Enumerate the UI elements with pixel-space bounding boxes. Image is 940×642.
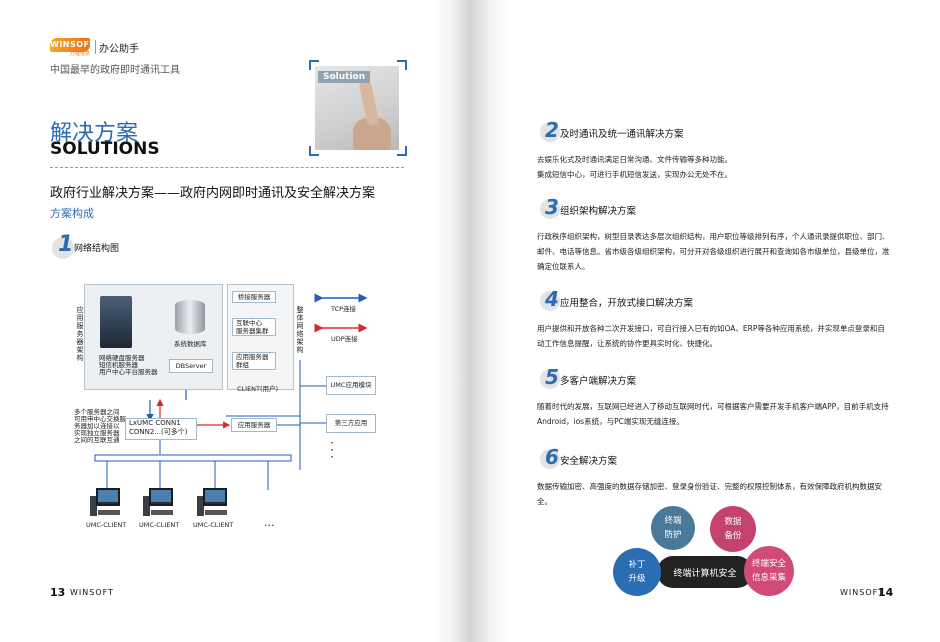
app-service-arch-label: 应用服务器架构	[76, 306, 84, 362]
section-body: 用户提供和开放各种二次开发接口，可自行接入已有的如OA、ERP等各种应用系统，并…	[537, 324, 885, 348]
interconnect-box: 互联中心 服务器集群	[232, 318, 276, 336]
note-line: 之间的互联互通	[74, 436, 120, 444]
section-title: 及时通讯及统一通讯解决方案	[560, 129, 684, 140]
section-number: 5	[545, 365, 559, 389]
udp-label: UDP连接	[331, 335, 358, 343]
number-circle	[540, 369, 560, 389]
number-circle	[540, 122, 560, 142]
bubble-line: 数据	[724, 517, 742, 527]
page-number: 14	[878, 586, 894, 599]
client-ellipsis: ...	[264, 516, 275, 529]
brand-tagline: 中国最早的政府即时通讯工具	[50, 65, 180, 76]
section-title: 网络结构图	[74, 244, 120, 254]
interconnect-line2: 服务器集群	[236, 327, 269, 335]
lxumc-line1: LxUMC CONN1	[129, 419, 181, 427]
interconnect-line1: 互联中心	[236, 319, 262, 327]
section-number: 1	[58, 232, 74, 257]
client-label: UMC-CLIENT	[86, 521, 127, 529]
client-user-label: CLIENT(用户)	[237, 385, 279, 393]
bubble-line: 信息采集	[751, 573, 786, 583]
db-label: 系统数据库	[174, 340, 207, 348]
brand-divider	[95, 40, 96, 54]
page-brand: WINSOFT	[840, 588, 884, 597]
section-body: 随着时代的发展，互联网已经进入了移动互联网时代，可根据客户需要开发手机客户端AP…	[537, 402, 889, 426]
photo-corner	[397, 60, 407, 70]
server-line: 用户中心平台服务器	[99, 368, 158, 376]
page-title-cn: 解决方案	[50, 121, 139, 146]
umc-app-box: UMC应用模块	[326, 376, 376, 395]
photo-corner	[397, 146, 407, 156]
section-number: 3	[545, 195, 559, 219]
section-title: 组织架构解决方案	[560, 206, 637, 217]
pc-client-icon	[143, 488, 179, 518]
app-cluster-line2: 群组	[236, 361, 249, 369]
app-cluster-box: 应用服务器 群组	[232, 352, 276, 370]
section-title: 多客户端解决方案	[560, 376, 637, 387]
diagram-lines	[94, 293, 368, 490]
overall-arch-label: 整体网络架构	[296, 306, 304, 354]
lxumc-box: LxUMC CONN1 CONN2...(可多个)	[125, 418, 197, 440]
client-label: UMC-CLIENT	[139, 521, 180, 529]
photo-corner	[309, 60, 319, 70]
dashed-divider	[50, 167, 404, 168]
winsoft-logo: WINSOFT	[50, 38, 95, 52]
vertical-ellipsis: ···	[330, 436, 334, 464]
bridge-server-box: 桥接服务器	[232, 291, 276, 303]
note-line: 实现独立服务器	[74, 429, 120, 437]
lxumc-line2: CONN2...(可多个)	[129, 428, 188, 436]
pc-client-icon	[90, 488, 126, 518]
bubble-terminal-protect: 终端防护	[651, 506, 695, 550]
number-circle	[540, 449, 560, 469]
app-server-box: 应用服务器	[231, 418, 277, 432]
server-line: 网络硬盘服务器	[99, 354, 145, 362]
note-line: 可用申中心交换服	[74, 415, 126, 423]
client-label: UMC-CLIENT	[193, 521, 234, 529]
section-heading: 政府行业解决方案——政府内网即时通讯及安全解决方案	[50, 186, 376, 201]
bubble-line: 防护	[664, 530, 682, 540]
note-line: 多个服务器之间	[74, 408, 120, 416]
server-rack-icon	[100, 296, 132, 348]
section-title: 应用整合，开放式接口解决方案	[560, 298, 694, 309]
page-number: 13	[50, 586, 66, 599]
bubble-line: 终端安全	[751, 559, 786, 569]
bubble-data-backup: 数据备份	[710, 506, 756, 552]
section-body: 去娱乐化式及时通讯满足日常沟通、文件传输等多种功能。 集成短信中心，可进行手机短…	[537, 155, 732, 179]
photo-label: Solution	[318, 71, 371, 83]
bubble-line: 终端	[664, 516, 682, 526]
terminal-security-center: 终端计算机安全	[657, 556, 753, 588]
left-page: WINSOFT 万隆信息 办公助手 中国最早的政府即时通讯工具 Solution…	[50, 38, 407, 599]
number-circle	[540, 199, 560, 219]
number-circle	[540, 291, 560, 311]
bubble-patch-upgrade: 补丁升级	[613, 548, 661, 596]
book-spine-shadow	[432, 0, 508, 642]
section-body: 数据传输加密、高强度的数据存储加密、登录身份验证、完整的权限控制体系，有效保障政…	[537, 482, 882, 506]
section-number: 2	[545, 118, 559, 142]
photo-corner	[309, 146, 319, 156]
section-number: 6	[545, 445, 559, 469]
database-icon	[175, 300, 205, 334]
app-cluster-line1: 应用服务器	[236, 353, 269, 361]
section-number: 4	[545, 287, 559, 311]
logo-subtext: 万隆信息	[70, 51, 91, 57]
bubble-line: 升级	[628, 574, 646, 584]
number-circle	[52, 237, 74, 259]
third-party-box: 第三方应用	[326, 414, 376, 433]
page-brand: WINSOFT	[70, 588, 114, 597]
bubble-line: 备份	[724, 531, 742, 541]
solution-photo: Solution	[315, 66, 399, 150]
section-title: 安全解决方案	[560, 456, 618, 467]
bubble-info-collect: 终端安全信息采集	[744, 546, 794, 596]
dbserver-box: DBServer	[169, 359, 213, 373]
server-line: 短信机服务器	[99, 361, 138, 369]
pc-client-icon	[197, 488, 233, 518]
section-subheading: 方案构成	[50, 207, 94, 220]
page-title-en: SOLUTIONS	[50, 139, 160, 159]
brand-name: 办公助手	[99, 44, 139, 55]
bubble-line: 补丁	[628, 560, 646, 570]
note-line: 务器加以连接以	[74, 422, 120, 430]
section-body: 行政秩序组织架构，树型目录表达多层次组织结构，用户职位等级排列有序，个人通讯录提…	[537, 232, 890, 271]
tcp-label: TCP连接	[331, 305, 357, 313]
